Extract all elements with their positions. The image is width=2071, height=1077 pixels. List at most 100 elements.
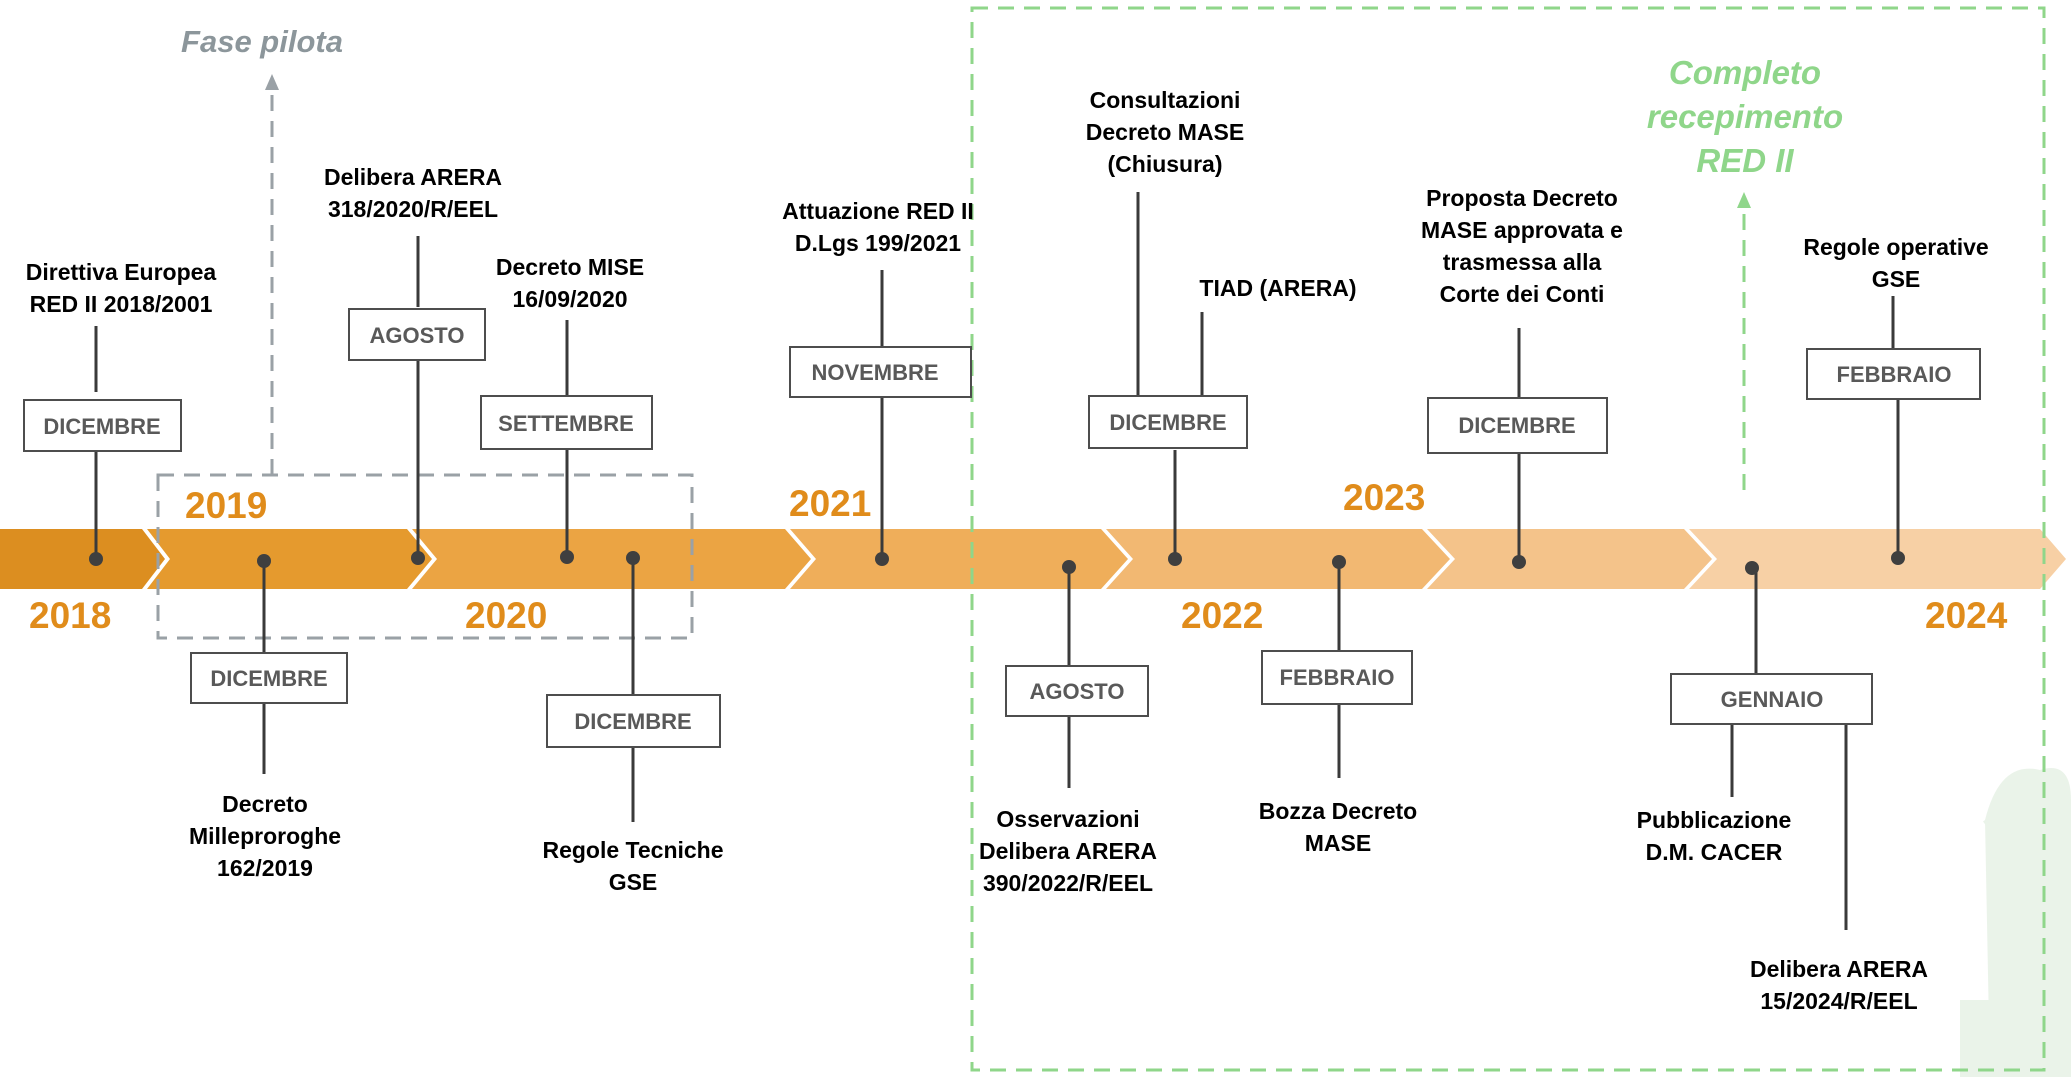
event-label-line: Pubblicazione (1637, 807, 1792, 833)
event-label-line: 390/2022/R/EEL (983, 870, 1153, 896)
complete-phase-label-line1: Completo (1669, 54, 1821, 91)
month-box (1088, 395, 1248, 449)
event-dot (89, 552, 103, 566)
year-label: 2018 (29, 595, 111, 636)
event-label-line: Delibera ARERA (324, 164, 502, 190)
timeline-event: FEBBRAIO Regole operative GSE (1803, 234, 1989, 565)
month-label: DICEMBRE (1109, 410, 1226, 435)
month-box (23, 399, 182, 452)
month-label: DICEMBRE (210, 666, 327, 691)
timeline-event: DICEMBRE Decreto Milleproroghe 162/2019 (189, 554, 348, 881)
event-label-line: TIAD (ARERA) (1199, 275, 1356, 301)
event-label-line: (Chiusura) (1108, 151, 1223, 177)
month-box (1670, 673, 1873, 725)
event-dot (875, 552, 889, 566)
timeline-event: DICEMBRE Regole Tecniche GSE (542, 551, 724, 895)
month-label: DICEMBRE (43, 414, 160, 439)
timeline-event: FEBBRAIO Bozza Decreto MASE (1259, 555, 1417, 856)
pilot-phase-label: Fase pilota (181, 24, 343, 59)
month-label: FEBBRAIO (1837, 362, 1952, 387)
event-dot (1891, 551, 1905, 565)
month-box (190, 652, 348, 704)
event-label-line: MASE (1305, 830, 1371, 856)
timeline-event: DICEMBRE Consultazioni Decreto MASE (Chi… (1086, 87, 1357, 566)
arrow-segment (412, 529, 811, 589)
event-label-line: Corte dei Conti (1440, 281, 1605, 307)
month-label: SETTEMBRE (498, 411, 634, 436)
complete-transposition-frame: Completo recepimento RED II (970, 6, 2046, 1072)
event-dot (1062, 560, 1076, 574)
month-box (348, 308, 486, 361)
month-box (789, 346, 972, 398)
pilot-phase-frame: Fase pilota (156, 24, 694, 640)
event-dot (1745, 561, 1759, 575)
timeline-event: NOVEMBRE Attuazione RED II D.Lgs 199/202… (782, 198, 974, 566)
event-label-line: GSE (1872, 266, 1921, 292)
timeline-event: DICEMBRE Proposta Decreto MASE approvata… (1421, 185, 1623, 569)
event-label-line: RED II 2018/2001 (30, 291, 213, 317)
month-box (1261, 650, 1413, 705)
month-label: GENNAIO (1721, 687, 1824, 712)
complete-phase-label-line3: RED II (1696, 142, 1794, 179)
event-dot (560, 550, 574, 564)
event-label-line: 16/09/2020 (512, 286, 627, 312)
wind-turbine-decoration-icon (1960, 768, 2071, 1077)
event-label-line: Osservazioni (996, 806, 1139, 832)
year-label: 2019 (185, 485, 267, 526)
year-label: 2022 (1181, 595, 1263, 636)
event-label-line: Milleproroghe (189, 823, 341, 849)
event-label-line: Decreto MASE (1086, 119, 1244, 145)
month-box (546, 694, 721, 748)
month-box (1427, 397, 1608, 454)
month-label: AGOSTO (370, 323, 465, 348)
event-label-line: 318/2020/R/EEL (328, 196, 498, 222)
arrow-segment (790, 529, 1128, 589)
event-label-line: Delibera ARERA (1750, 956, 1928, 982)
event-label-line: D.Lgs 199/2021 (795, 230, 961, 256)
event-dot (626, 551, 640, 565)
year-labels: 2018 2019 2020 2021 2022 2023 2024 (29, 477, 2008, 636)
arrow-segment (1427, 529, 1712, 589)
event-label-line: MASE approvata e (1421, 217, 1623, 243)
pilot-phase-arrowhead-icon (265, 74, 279, 90)
arrow-segment (1689, 529, 2066, 589)
event-dot (1168, 552, 1182, 566)
event-label-line: Decreto MISE (496, 254, 644, 280)
event-label-line: Bozza Decreto (1259, 798, 1417, 824)
event-dot (1332, 555, 1346, 569)
timeline-event: AGOSTO Osservazioni Delibera ARERA 390/2… (979, 560, 1157, 896)
month-box (1005, 665, 1149, 717)
month-box (480, 395, 653, 450)
event-label-line: trasmessa alla (1443, 249, 1602, 275)
event-label-line: 162/2019 (217, 855, 313, 881)
month-label: FEBBRAIO (1280, 665, 1395, 690)
event-label-line: Decreto (222, 791, 308, 817)
complete-phase-arrowhead-icon (1737, 192, 1751, 208)
complete-phase-label-line2: recepimento (1647, 98, 1843, 135)
month-label: DICEMBRE (1458, 413, 1575, 438)
event-label-line: Regole operative (1803, 234, 1988, 260)
timeline-event: GENNAIO Pubblicazione D.M. CACER Deliber… (1637, 561, 1928, 1014)
year-label: 2023 (1343, 477, 1425, 518)
timeline-event: DICEMBRE Direttiva Europea RED II 2018/2… (23, 259, 217, 566)
month-box (1806, 348, 1981, 400)
year-label: 2021 (789, 483, 871, 524)
arrow-segment (1106, 529, 1450, 589)
event-label-line: Regole Tecniche (542, 837, 723, 863)
timeline-event: SETTEMBRE Decreto MISE 16/09/2020 (480, 254, 653, 564)
event-dot (1512, 555, 1526, 569)
event-label-line: Consultazioni (1090, 87, 1241, 113)
event-dot (257, 554, 271, 568)
event-label-line: Direttiva Europea (26, 259, 217, 285)
event-label-line: D.M. CACER (1646, 839, 1783, 865)
arrow-segment (0, 529, 165, 589)
month-label: AGOSTO (1030, 679, 1125, 704)
timeline-event: AGOSTO Delibera ARERA 318/2020/R/EEL (324, 164, 502, 565)
year-label: 2020 (465, 595, 547, 636)
month-label: NOVEMBRE (811, 360, 938, 385)
event-label-line: Delibera ARERA (979, 838, 1157, 864)
event-label-line: Proposta Decreto (1426, 185, 1618, 211)
event-label-line: GSE (609, 869, 658, 895)
event-dot (411, 551, 425, 565)
